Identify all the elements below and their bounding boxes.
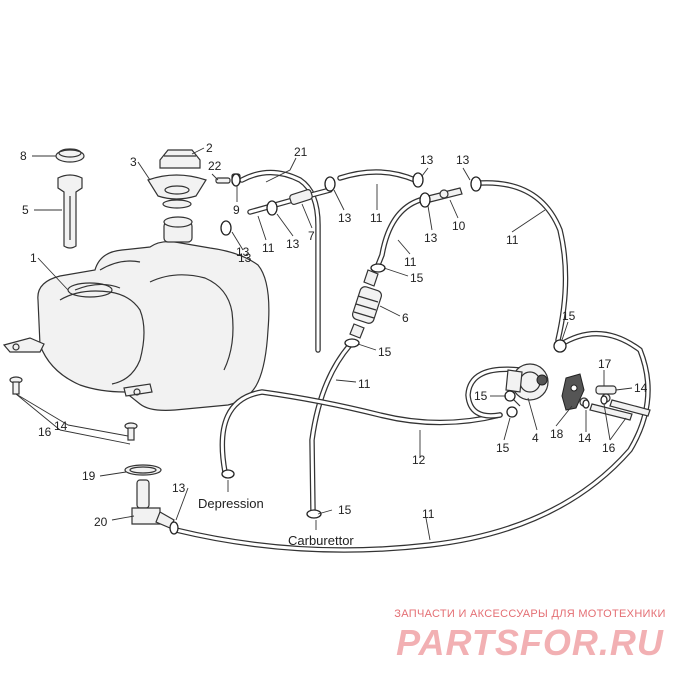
callout-4: 4 xyxy=(532,431,539,445)
filler-funnel xyxy=(147,174,207,209)
callout-13-b: 13 xyxy=(286,237,300,251)
spacer-17 xyxy=(595,385,617,395)
callout-14-c: 14 xyxy=(54,419,68,433)
callout-13-a: 13 xyxy=(238,251,252,265)
callout-13-c: 13 xyxy=(338,211,352,225)
bolts-16 xyxy=(579,393,651,421)
vacuum-fuel-tap xyxy=(505,363,549,407)
callout-13-e: 13 xyxy=(456,153,470,167)
callout-8: 8 xyxy=(20,149,27,163)
callout-15-d: 15 xyxy=(474,389,488,403)
callouts: 1 2 3 8 5 22 9 21 13 11 13 7 13 11 13 13… xyxy=(20,141,648,529)
fuel-tank xyxy=(2,216,270,411)
hose-11-bottom xyxy=(173,331,651,553)
callout-13-d: 13 xyxy=(420,153,434,167)
watermark-logo: PARTSFOR.RU xyxy=(396,622,664,663)
hose-11-carb xyxy=(309,342,353,515)
callout-11-d: 11 xyxy=(506,233,519,247)
hose-11-right xyxy=(477,180,569,343)
callout-11-a: 11 xyxy=(262,241,275,255)
watermark: ЗАПЧАСТИ И АКСЕССУАРЫ ДЛЯ МОТОТЕХНИКИ PA… xyxy=(380,608,680,664)
callout-5: 5 xyxy=(22,203,29,217)
callout-13-h: 13 xyxy=(236,245,250,259)
callout-15-b: 15 xyxy=(378,345,392,359)
callout-11-f: 11 xyxy=(422,507,435,521)
callout-19: 19 xyxy=(82,469,96,483)
callout-21: 21 xyxy=(294,145,308,159)
fitting-10 xyxy=(427,187,463,203)
callout-14-a: 14 xyxy=(634,381,648,395)
callout-16-b: 16 xyxy=(38,425,52,439)
hose-clamps xyxy=(169,172,608,535)
callout-3: 3 xyxy=(130,155,137,169)
callout-15-c: 15 xyxy=(562,309,576,323)
leader-lines xyxy=(15,147,633,541)
bracket-18 xyxy=(561,373,585,411)
callout-15-e: 15 xyxy=(496,441,510,455)
callout-22: 22 xyxy=(208,159,222,173)
callout-6: 6 xyxy=(402,311,409,325)
hose-12 xyxy=(219,389,503,475)
callout-20: 20 xyxy=(94,515,108,529)
callout-12: 12 xyxy=(412,453,426,467)
callout-2: 2 xyxy=(206,141,213,155)
fitting-7 xyxy=(289,189,313,205)
callout-16-a: 16 xyxy=(602,441,616,455)
hose-11-top xyxy=(337,169,418,183)
callout-14-b: 14 xyxy=(578,431,592,445)
label-depression: Depression xyxy=(198,496,264,511)
callout-9: 9 xyxy=(233,203,240,217)
fuel-cap xyxy=(159,149,201,169)
fuel-filter xyxy=(349,269,383,339)
callout-11-e: 11 xyxy=(358,377,371,391)
hose-21 xyxy=(239,169,321,353)
watermark-caption: ЗАПЧАСТИ И АКСЕССУАРЫ ДЛЯ МОТОТЕХНИКИ xyxy=(394,608,666,620)
callout-7: 7 xyxy=(308,229,315,243)
callout-13-g: 13 xyxy=(172,481,186,495)
callout-11-c: 11 xyxy=(404,255,417,269)
callout-15-a: 15 xyxy=(410,271,424,285)
callout-15-f: 15 xyxy=(338,503,352,517)
callout-11-b: 11 xyxy=(370,211,383,225)
callout-1: 1 xyxy=(30,251,37,265)
hose-11-to-filter xyxy=(375,197,423,268)
callout-13-f: 13 xyxy=(424,231,438,245)
drain-hardware xyxy=(9,376,175,529)
label-carburettor: Carburettor xyxy=(288,533,354,548)
callout-17: 17 xyxy=(598,357,612,371)
callout-18: 18 xyxy=(550,427,564,441)
hose-loop xyxy=(465,366,523,419)
callout-10: 10 xyxy=(452,219,466,233)
fuel-level-sender xyxy=(55,148,85,249)
